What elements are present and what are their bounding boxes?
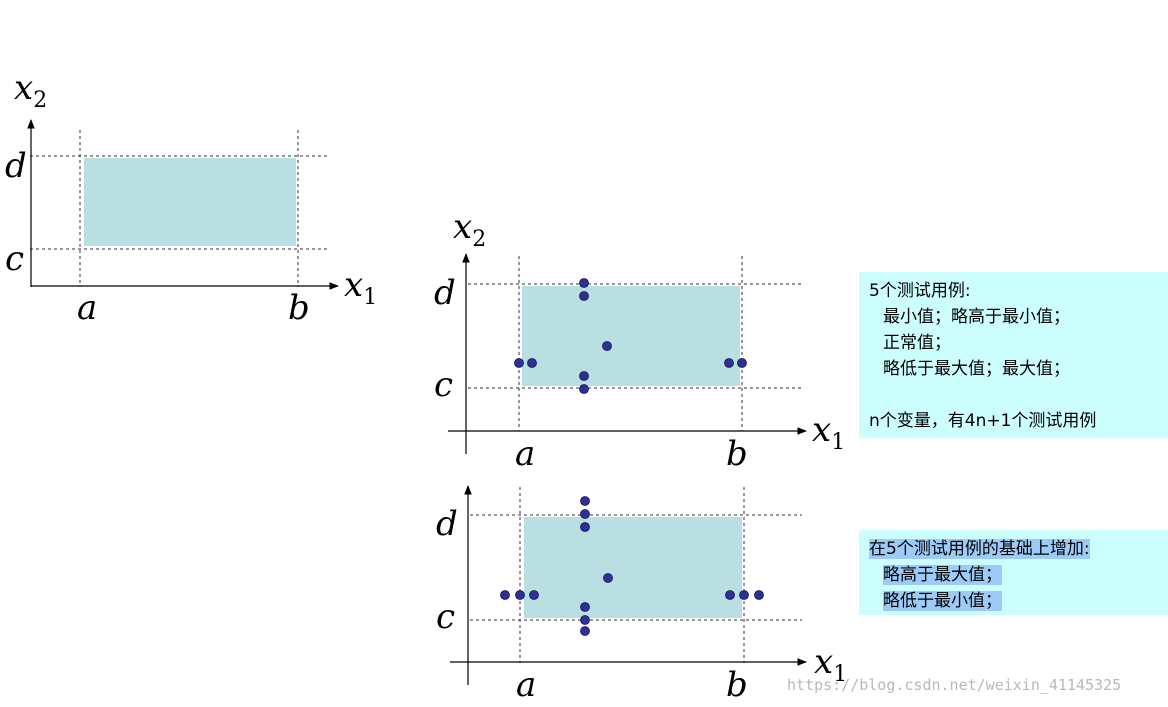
test-points	[500, 496, 764, 636]
test-point	[754, 590, 764, 600]
x-axis-label: x1	[344, 265, 377, 310]
bound-label-d: d	[434, 273, 456, 313]
note-summary: n个变量，有4n+1个测试用例	[869, 411, 1097, 431]
test-point	[529, 590, 539, 600]
valid-input-region	[84, 158, 296, 246]
y-axis-label: x2	[453, 207, 486, 252]
test-points	[514, 278, 747, 394]
test-point	[527, 358, 537, 368]
note-line: 略低于最大值；最大值；	[883, 359, 1070, 379]
note-line: 最小值；略高于最小值；	[883, 307, 1070, 327]
note-line: 略低于最小值；	[883, 591, 1002, 611]
test-point	[580, 496, 590, 506]
bottom-diagram: x1 d c a b	[436, 485, 847, 705]
test-point	[579, 291, 589, 301]
test-point	[579, 371, 589, 381]
bound-label-c: c	[5, 239, 24, 279]
test-point	[737, 358, 747, 368]
test-case-note: 5个测试用例: 最小值；略高于最小值； 正常值； 略低于最大值；最大值； n个变…	[859, 272, 1168, 438]
valid-input-region	[522, 286, 740, 386]
watermark: https://blog.csdn.net/weixin_41145325	[787, 676, 1122, 694]
test-point	[580, 615, 590, 625]
test-point	[602, 341, 612, 351]
note-spacer	[869, 382, 1158, 408]
bound-label-b: b	[288, 288, 310, 328]
test-point	[739, 590, 749, 600]
test-point	[514, 358, 524, 368]
bound-label-c: c	[436, 597, 455, 637]
note-line: 略高于最大值；	[883, 565, 1002, 585]
x-axis-label: x1	[812, 410, 845, 455]
test-point	[580, 522, 590, 532]
note-line: 正常值；	[883, 333, 951, 353]
left-diagram: x2 x1 d c a b	[5, 68, 377, 328]
y-axis-label: x2	[14, 68, 47, 113]
test-point	[579, 384, 589, 394]
bound-label-a: a	[516, 665, 536, 705]
note-title: 5个测试用例:	[869, 281, 971, 301]
test-point	[725, 590, 735, 600]
test-point	[500, 590, 510, 600]
x-axis-label: x1	[814, 642, 847, 687]
test-point	[603, 573, 613, 583]
bound-label-a: a	[515, 434, 535, 474]
test-point	[515, 590, 525, 600]
test-point	[580, 602, 590, 612]
note-title: 在5个测试用例的基础上增加:	[869, 539, 1090, 559]
test-point	[724, 358, 734, 368]
robust-test-note: 在5个测试用例的基础上增加: 略高于最大值； 略低于最小值；	[859, 530, 1168, 615]
bound-label-d: d	[436, 504, 458, 544]
bound-label-d: d	[5, 146, 27, 186]
test-point	[580, 626, 590, 636]
middle-diagram: x2 x1 d c a b	[434, 207, 845, 474]
test-point	[580, 509, 590, 519]
bound-label-a: a	[77, 288, 97, 328]
bound-label-b: b	[726, 665, 748, 705]
test-point	[579, 278, 589, 288]
valid-input-region	[524, 517, 742, 618]
bound-label-c: c	[434, 365, 453, 405]
bound-label-b: b	[726, 434, 748, 474]
